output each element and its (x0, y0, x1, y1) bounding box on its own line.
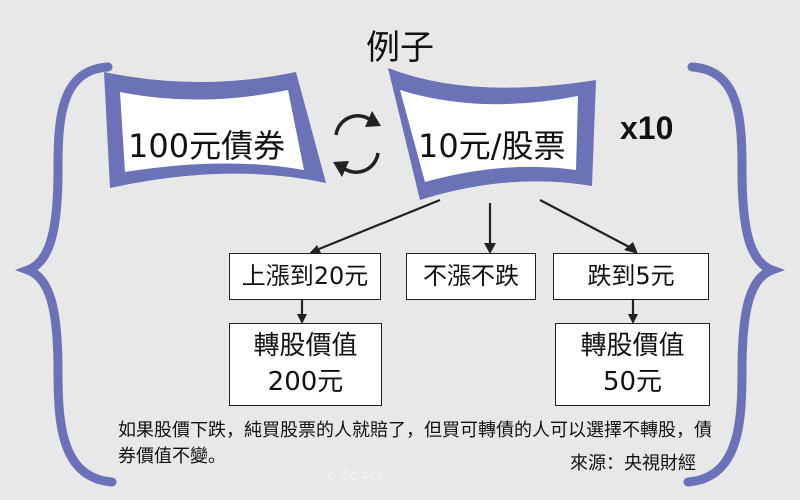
exchange-cycle-icon (333, 111, 381, 177)
source-credit: 來源：央視財經 (570, 453, 696, 474)
scenario-up-label: 上漲到20元 (241, 262, 369, 291)
outcome-down-box: 轉股價值 50元 (555, 323, 710, 406)
stock-label: 10元/股票 (418, 127, 566, 165)
outcome-up-line2: 200元 (267, 366, 344, 397)
right-brace (683, 62, 786, 487)
bond-label: 100元債券 (128, 127, 286, 165)
explanation-note: 如果股價下跌，純買股票的人就賠了，但買可轉債的人可以選擇不轉股，債券價值不變。 (118, 420, 712, 468)
scenario-flat-box: 不漲不跌 (406, 253, 536, 300)
watermark-text: č Žç źçś˙ (328, 468, 392, 482)
outcome-down-line2: 50元 (602, 366, 663, 397)
outcome-down-line1: 轉股價值 (580, 331, 685, 362)
outcome-up-box: 轉股價值 200元 (229, 323, 382, 406)
diagram-title: 例子 (366, 28, 434, 68)
multiplier-label: x10 (620, 110, 674, 146)
outcome-up-line1: 轉股價值 (253, 331, 358, 362)
scenario-up-box: 上漲到20元 (229, 253, 381, 300)
left-brace (14, 62, 117, 487)
scenario-flat-label: 不漲不跌 (423, 262, 519, 291)
stock-banknote-center (400, 90, 578, 182)
bond-banknote-center (120, 90, 304, 172)
scenario-down-box: 跌到5元 (553, 253, 709, 300)
scenario-down-label: 跌到5元 (587, 262, 675, 291)
